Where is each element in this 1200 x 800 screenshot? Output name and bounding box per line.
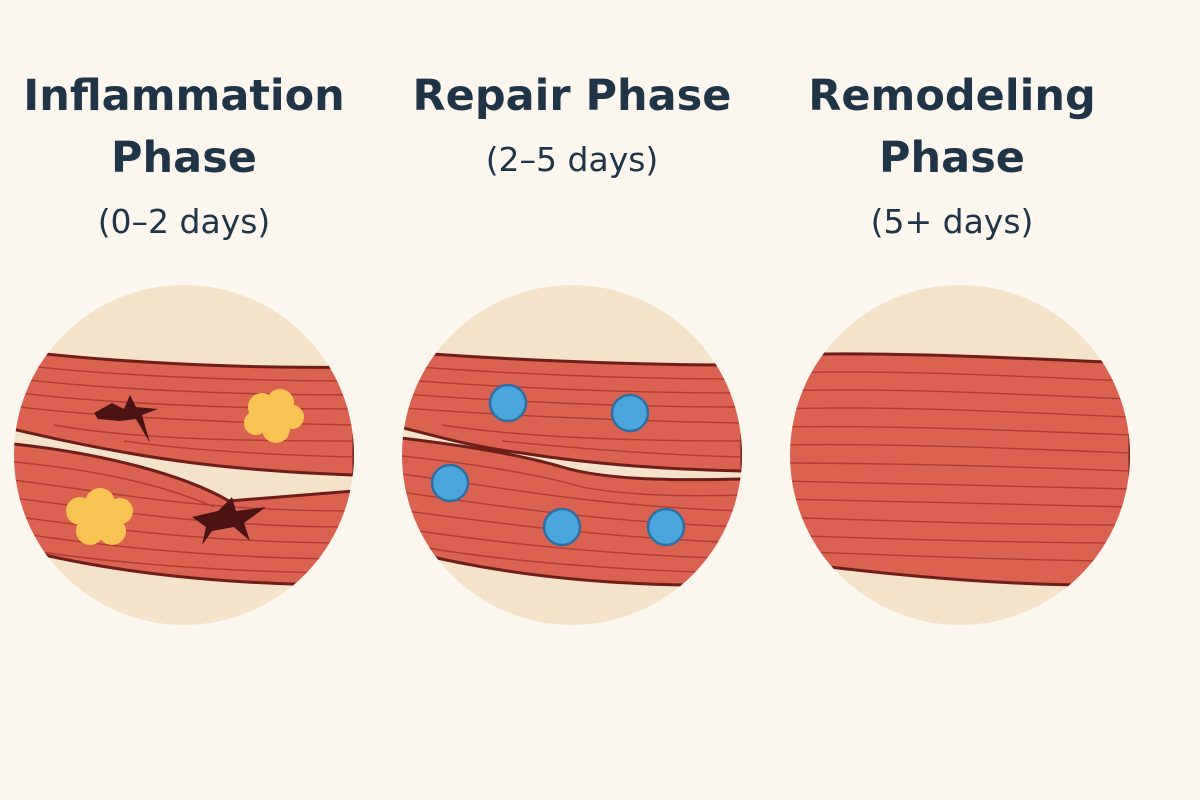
phase-remodeling: Remodeling Phase (5+ days) [752, 0, 1152, 800]
phase-inflammation: Inflammation Phase (0–2 days) [0, 0, 384, 800]
healed-muscle-icon [790, 285, 1130, 625]
phase-title-line-1: Remodeling [808, 71, 1096, 121]
phase-repair: Repair Phase (2–5 days) [372, 0, 772, 800]
torn-muscle-with-damage-and-inflammation-icon [14, 285, 354, 625]
inflammation-blob [244, 389, 304, 443]
phase-title-line-1: Inflammation [23, 71, 345, 121]
phase-duration: (0–2 days) [97, 202, 271, 241]
muscle-band [790, 352, 1130, 587]
healing-muscle-with-repair-cells-icon [402, 285, 742, 625]
phase-duration: (2–5 days) [485, 140, 659, 179]
damage-mark [192, 497, 266, 545]
phase-title-line-1: Repair Phase [412, 71, 732, 121]
repair-cell [430, 383, 686, 547]
upper-muscle-band [402, 349, 742, 473]
inflammation-blob [66, 488, 133, 545]
phase-title-line-2: Phase [111, 133, 257, 183]
phase-title-line-2: Phase [879, 133, 1025, 183]
damage-mark [94, 395, 158, 443]
phase-duration: (5+ days) [870, 202, 1034, 241]
